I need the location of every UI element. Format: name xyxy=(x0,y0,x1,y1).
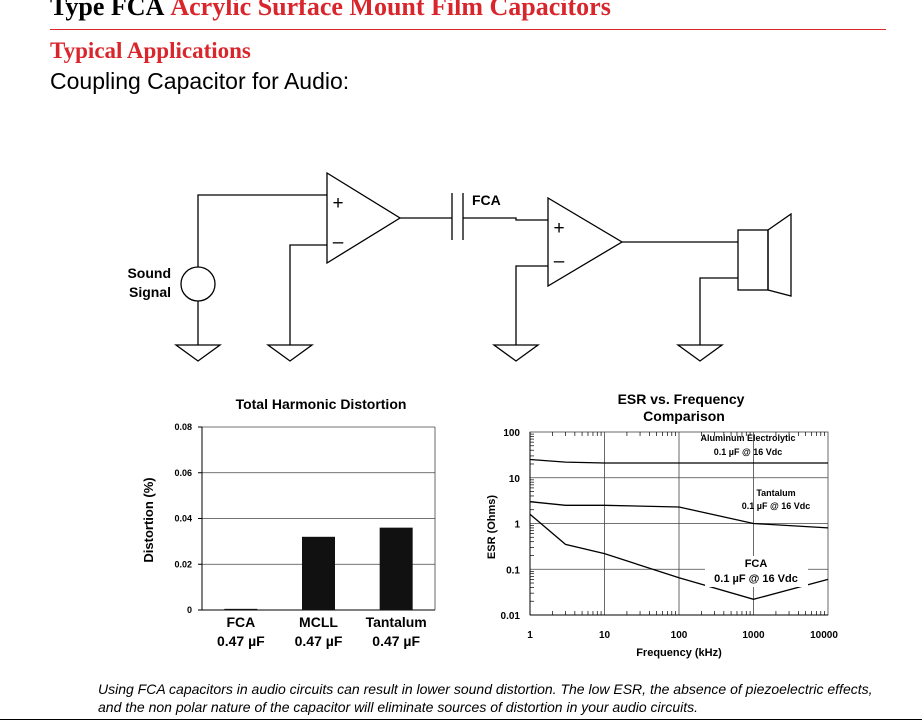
thd-category-sublabel: 0.47 µF xyxy=(372,633,420,649)
esr-x-tick-label: 1000 xyxy=(742,630,765,641)
thd-y-tick-label: 0 xyxy=(187,605,192,615)
wire-speaker-ground xyxy=(699,277,738,345)
esr-x-tick-label: 10000 xyxy=(810,630,838,641)
caption: Using FCA capacitors in audio circuits c… xyxy=(98,681,873,715)
source-label-line2: Signal xyxy=(129,284,171,300)
ground-icon xyxy=(676,344,724,362)
esr-series-sublabel: 0.1 µF @ 16 Vdc xyxy=(714,573,798,585)
esr-series-label: Tantalum xyxy=(756,488,795,498)
capacitor-label: FCA xyxy=(472,192,501,208)
source-label-line1: Sound xyxy=(127,265,171,281)
thd-y-tick-label: 0.04 xyxy=(174,514,192,524)
header-product-title: Acrylic Surface Mount Film Capacitors xyxy=(170,0,611,21)
ground-icon xyxy=(492,344,540,362)
amp2-plus-sign: + xyxy=(553,218,564,239)
esr-series-label: FCA xyxy=(745,558,768,570)
esr-y-tick-label: 100 xyxy=(503,428,520,439)
amp2-minus-sign: – xyxy=(554,251,565,272)
esr-y-tick-label: 1 xyxy=(514,520,520,531)
wire-amp2-ground xyxy=(515,265,548,345)
esr-y-tick-label: 10 xyxy=(509,474,521,485)
header-divider xyxy=(50,29,886,30)
esr-x-axis-label: Frequency (kHz) xyxy=(636,647,722,659)
thd-bar xyxy=(302,536,335,610)
esr-series-line xyxy=(529,501,829,529)
esr-series-sublabel: 0.1 µF @ 16 Vdc xyxy=(714,447,783,457)
esr-y-tick-label: 0.01 xyxy=(501,611,521,622)
ground-icon xyxy=(266,344,314,362)
thd-category-sublabel: 0.47 µF xyxy=(217,633,265,649)
thd-y-axis-label: Distortion (%) xyxy=(141,477,156,562)
op-amp-1-icon xyxy=(326,171,402,265)
thd-chart-title: Total Harmonic Distortion xyxy=(236,396,407,412)
subtitle: Coupling Capacitor for Audio: xyxy=(50,68,350,94)
thd-category-label: MCLL xyxy=(299,614,338,630)
wire-source-to-amp1 xyxy=(197,194,327,267)
footer-divider xyxy=(0,719,922,720)
thd-bar xyxy=(224,608,258,610)
section-title: Typical Applications xyxy=(50,38,251,63)
thd-y-tick-label: 0.08 xyxy=(174,422,192,432)
thd-y-tick-label: 0.02 xyxy=(174,559,192,569)
esr-series-sublabel: 0.1 µF @ 16 Vdc xyxy=(742,501,811,511)
esr-series-line xyxy=(529,513,829,600)
thd-category-label: Tantalum xyxy=(366,614,427,630)
amp1-minus-sign: – xyxy=(333,232,344,253)
esr-chart-title-line2: Comparison xyxy=(643,408,725,424)
amp1-plus-sign: + xyxy=(332,193,343,214)
speaker-icon xyxy=(737,229,769,291)
thd-y-tick-label: 0.06 xyxy=(174,468,192,478)
wire-amp1-ground xyxy=(289,244,327,345)
esr-chart: ESR vs. Frequency Comparison ESR (Ohms) … xyxy=(486,391,838,659)
ground-icon xyxy=(174,344,222,362)
esr-series-label: Aluminum Electrolytic xyxy=(700,433,795,443)
thd-chart: Total Harmonic Distortion Distortion (%)… xyxy=(141,396,436,649)
esr-x-tick-label: 1 xyxy=(527,630,533,641)
esr-x-tick-label: 100 xyxy=(671,630,688,641)
esr-label-background xyxy=(705,556,808,587)
op-amp-2-icon xyxy=(547,196,624,288)
sound-source-icon xyxy=(180,266,216,302)
esr-series-line xyxy=(529,458,828,464)
thd-category-sublabel: 0.47 µF xyxy=(295,633,343,649)
thd-bar xyxy=(379,527,413,610)
esr-chart-title-line1: ESR vs. Frequency xyxy=(618,391,745,407)
header-type-label: Type FCA xyxy=(50,0,165,21)
speaker-cone-icon xyxy=(767,212,792,297)
wire-cap-to-amp2 xyxy=(463,217,548,221)
esr-y-tick-label: 0.1 xyxy=(506,565,520,576)
thd-category-label: FCA xyxy=(226,614,255,630)
esr-y-axis-label: ESR (Ohms) xyxy=(486,495,498,560)
esr-x-tick-label: 10 xyxy=(599,630,611,641)
